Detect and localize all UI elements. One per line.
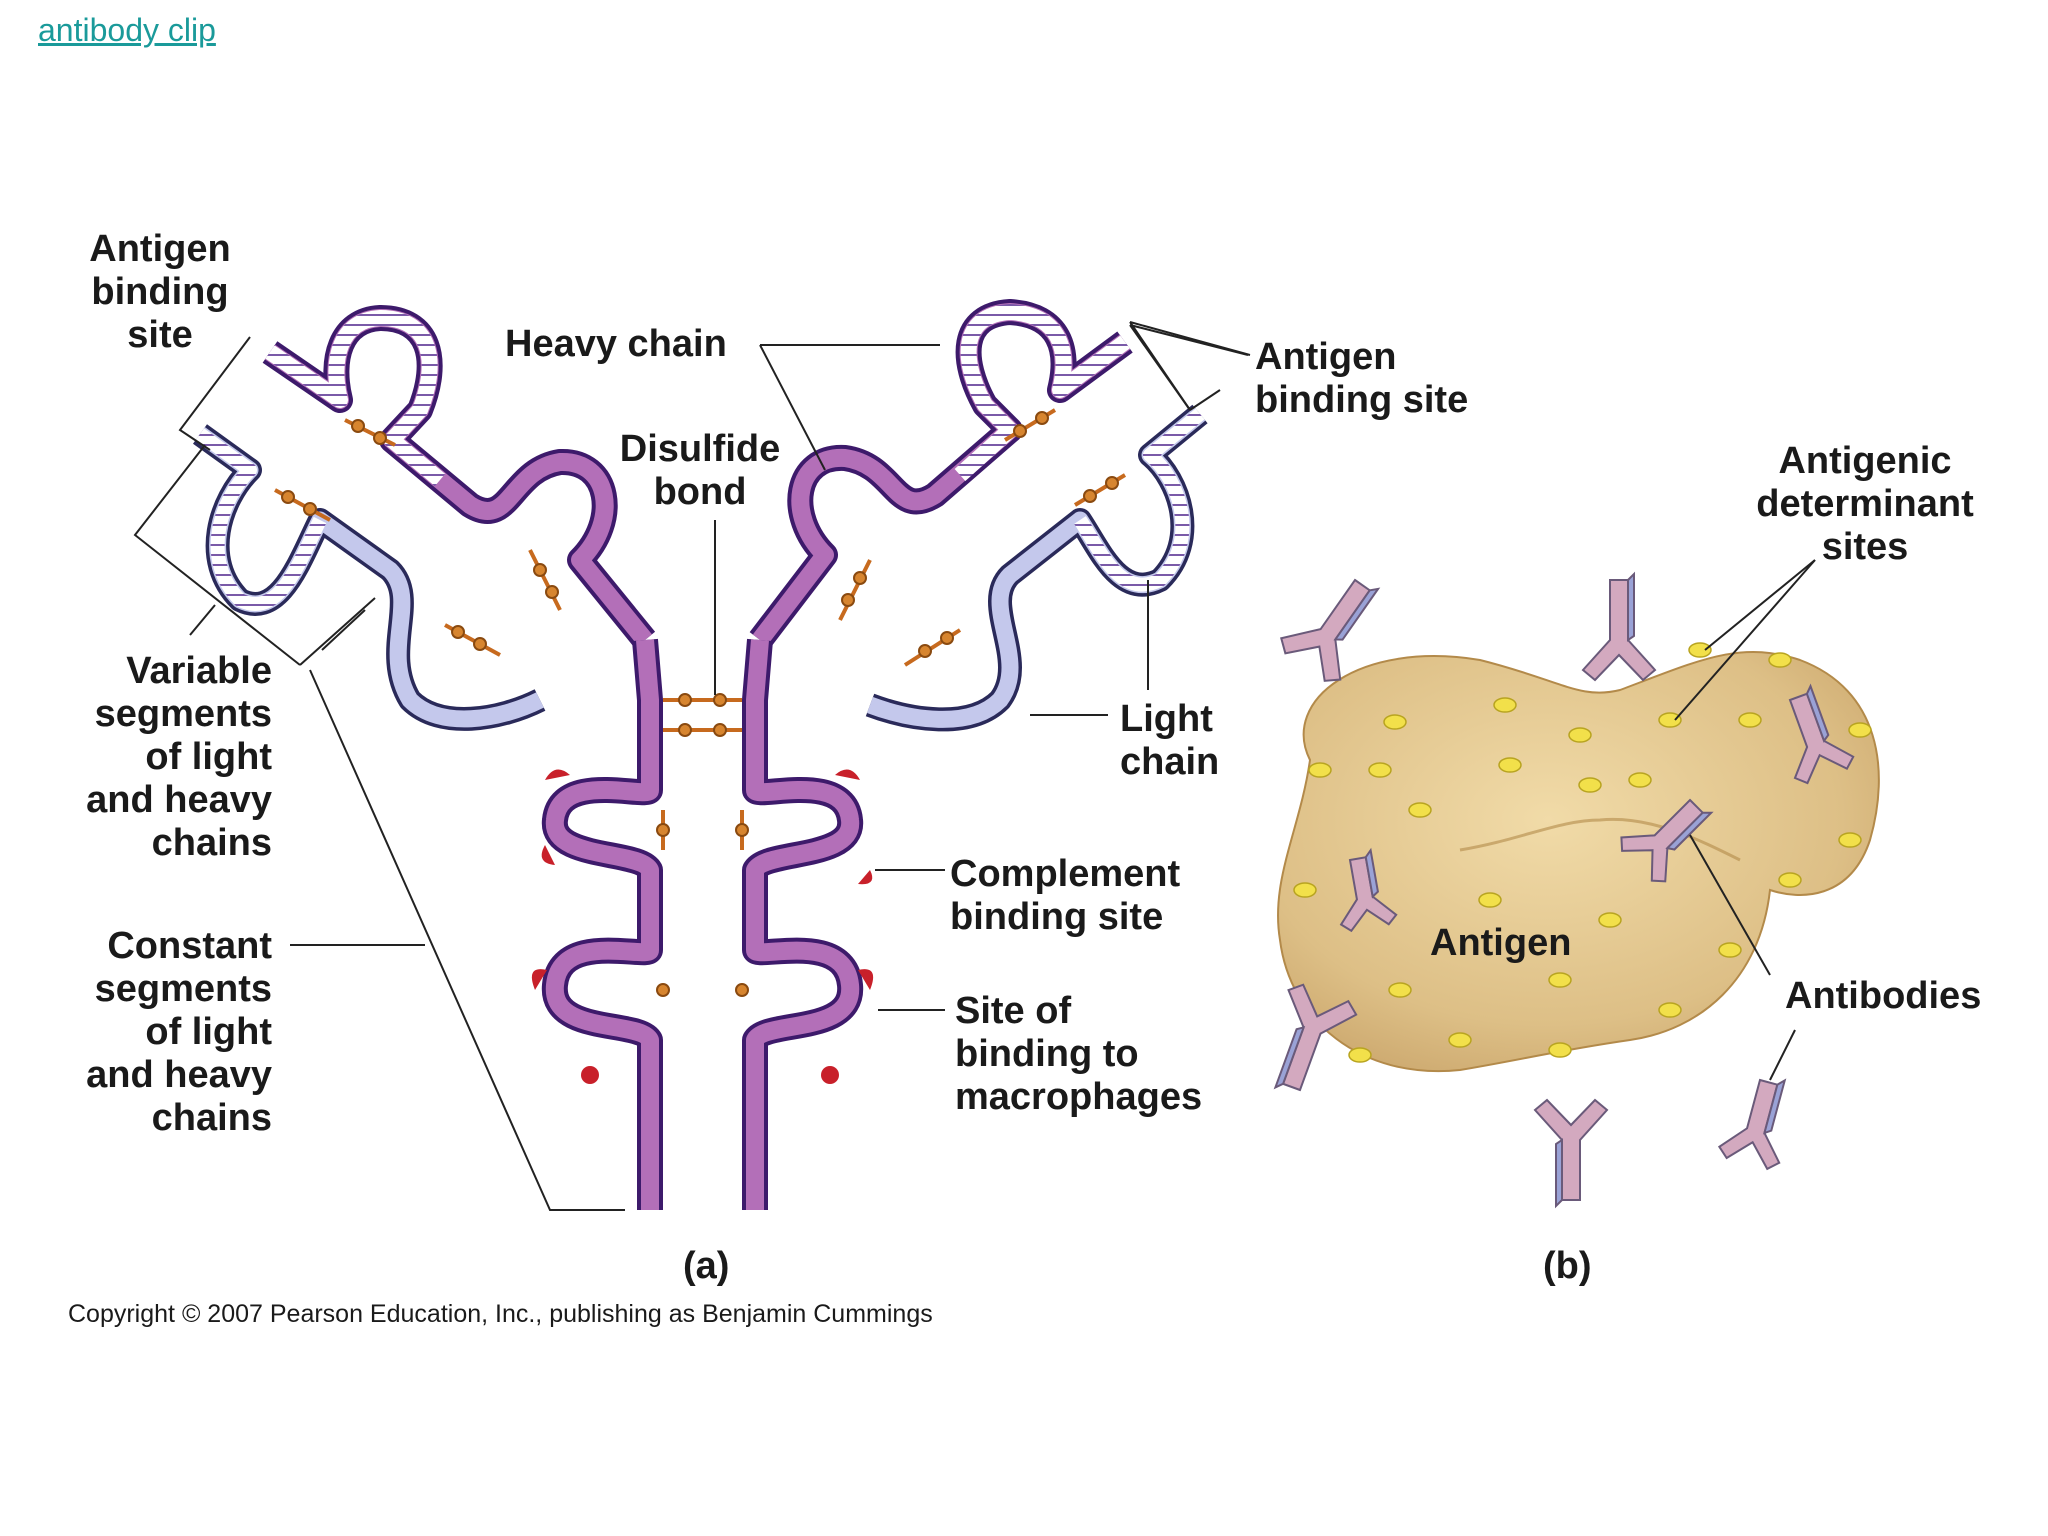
- disulfide-bonds: [274, 408, 1127, 997]
- antibody-icon: [1533, 1098, 1609, 1209]
- label-antigen-binding-site-right: Antigen binding site: [1255, 336, 1469, 421]
- copyright-notice: Copyright © 2007 Pearson Education, Inc.…: [68, 1300, 933, 1328]
- antibody-icon: [1788, 683, 1855, 785]
- label-antibodies: Antibodies: [1785, 975, 1982, 1017]
- binding-site-bumps: [531, 769, 874, 1084]
- antigen-body: [1276, 650, 1880, 1073]
- antigenic-determinant-dots: [1293, 642, 1872, 1063]
- antibody-icon: [1581, 571, 1657, 682]
- label-light-chain: Light chain: [1120, 698, 1220, 783]
- antibody-clip-link[interactable]: antibody clip: [38, 12, 216, 48]
- antigen-panel: [1273, 559, 1880, 1209]
- caption-b: (b): [1543, 1245, 1592, 1287]
- antibody-structure: [133, 299, 1251, 1211]
- heavy-chain-right-stem: [742, 638, 864, 1210]
- antibodies-group: [1273, 571, 1855, 1209]
- label-disulfide-bond: Disulfide bond: [619, 428, 781, 513]
- label-variable-segments: Variable segments of light and heavy cha…: [86, 650, 272, 864]
- label-antigen-binding-site-left: Antigen binding site: [89, 228, 231, 356]
- label-heavy-chain: Heavy chain: [505, 323, 727, 365]
- label-antigen: Antigen: [1430, 922, 1572, 964]
- caption-a: (a): [683, 1245, 730, 1287]
- label-macrophage-site: Site of binding to macrophages: [955, 990, 1203, 1118]
- panel-b-leader-lines: [1674, 559, 1816, 1081]
- antibody-icon: [1280, 578, 1381, 682]
- label-complement-binding-site: Complement binding site: [950, 853, 1181, 938]
- panel-a-leader-lines: [133, 321, 1251, 1211]
- antibody-icon: [1620, 798, 1714, 883]
- heavy-chain-left-stem: [541, 638, 663, 1210]
- antibody-icon: [1717, 1078, 1787, 1171]
- label-constant-segments: Constant segments of light and heavy cha…: [86, 925, 272, 1139]
- antibody-icon: [1339, 847, 1398, 933]
- antibody-icon: [1273, 983, 1358, 1092]
- label-antigenic-determinant-sites: Antigenic determinant sites: [1756, 440, 1974, 568]
